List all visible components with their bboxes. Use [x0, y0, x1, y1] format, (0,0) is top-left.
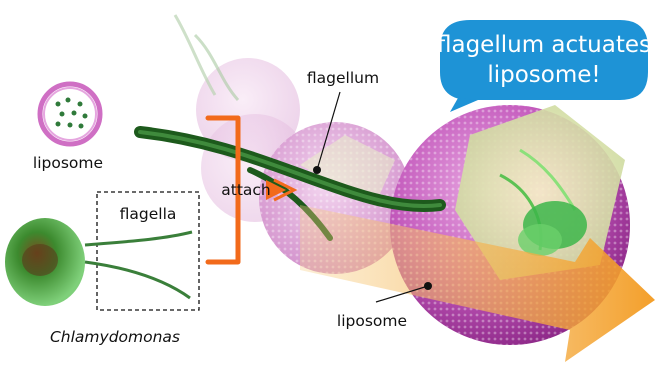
- flagellum-label: flagellum: [307, 69, 379, 87]
- liposome-bottom-label: liposome: [337, 312, 407, 330]
- flagella-box: flagella: [85, 192, 199, 310]
- callout-line-2: liposome!: [487, 62, 600, 88]
- chlamydomonas-cell: [5, 218, 85, 306]
- small-liposome: [40, 84, 100, 144]
- attach-label: attach: [221, 181, 271, 199]
- liposome-bottom-label-group: liposome: [337, 282, 432, 330]
- callout-line-1: flagellum actuates: [437, 32, 651, 58]
- flagella-label: flagella: [120, 205, 177, 223]
- liposome-left-label: liposome: [33, 154, 103, 172]
- chlamydomonas-label: Chlamydomonas: [50, 328, 180, 346]
- callout-bubble: flagellum actuates liposome!: [437, 20, 651, 112]
